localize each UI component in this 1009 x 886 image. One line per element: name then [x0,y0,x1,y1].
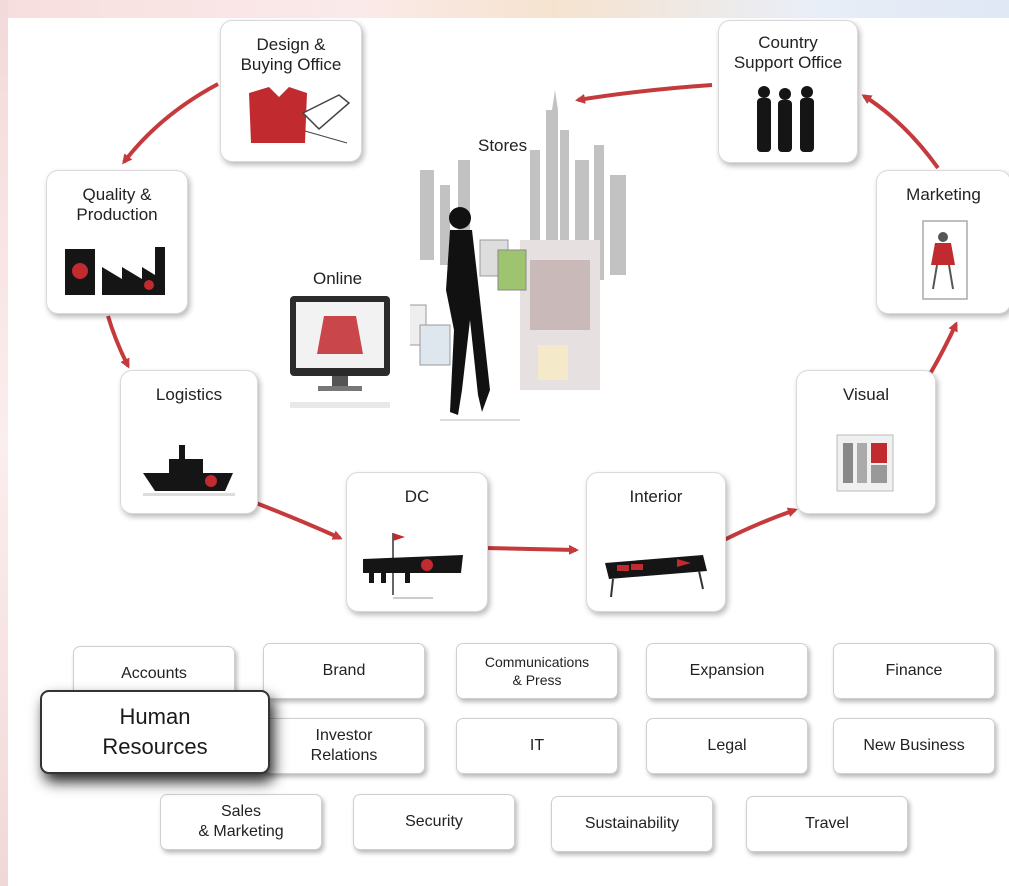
node-interior-label: Interior [629,487,683,506]
node-interior: Interior [586,472,726,612]
dept-sales-marketing[interactable]: Sales & Marketing [160,794,322,850]
node-quality-label: Quality & Production [76,185,158,224]
arrow-marketing-to-country [861,94,940,170]
dept-expansion[interactable]: Expansion [646,643,808,699]
display-rack-icon [836,434,894,492]
node-visual: Visual [796,370,936,514]
online-label: Online [313,269,363,288]
stores-illustration [410,90,626,421]
dept-investor-relations[interactable]: Investor Relations [263,718,425,774]
warehouse-icon [363,533,463,599]
node-visual-label: Visual [843,385,889,404]
arrow-interior-to-visual [723,507,798,542]
ship-icon [143,445,235,496]
top-banner-strip [0,0,1009,18]
node-dc-label: DC [404,487,430,506]
node-design-buying-office: Design & Buying Office [220,20,362,162]
arrow-design-to-quality [122,82,219,165]
dept-travel[interactable]: Travel [746,796,908,852]
node-country-label: Country Support Office [733,33,843,72]
dept-security[interactable]: Security [353,794,515,850]
dept-it[interactable]: IT [456,718,618,774]
dept-finance[interactable]: Finance [833,643,995,699]
left-banner-strip [0,0,8,886]
node-marketing-label: Marketing [906,185,981,204]
dept-communications-press[interactable]: Communications & Press [456,643,618,699]
arrow-logistics-to-dc [255,501,343,540]
factory-icon [65,247,165,295]
node-country-support-office: Country Support Office [718,20,858,163]
dept-human-resources[interactable]: Human Resources [40,690,270,774]
node-design-label: Design & Buying Office [240,35,342,74]
node-marketing: Marketing [876,170,1009,314]
node-logistics-label: Logistics [155,385,223,404]
arrow-dc-to-interior [485,544,579,555]
node-logistics: Logistics [120,370,258,514]
dept-new-business[interactable]: New Business [833,718,995,774]
dept-brand[interactable]: Brand [263,643,425,699]
people-silhouettes-icon [757,86,814,152]
arrow-visual-to-marketing [928,321,958,375]
arrow-quality-to-logistics [106,315,130,369]
stores-label: Stores [478,136,528,155]
dept-legal[interactable]: Legal [646,718,808,774]
node-quality-production: Quality & Production [46,170,188,314]
arrow-country-to-stores [575,83,713,104]
online-monitor-icon [290,296,390,408]
dept-sustainability[interactable]: Sustainability [551,796,713,852]
node-dc: DC [346,472,488,612]
store-table-icon [605,555,707,598]
sketch-jacket-icon [249,87,351,144]
billboard-figure-icon [922,220,968,300]
